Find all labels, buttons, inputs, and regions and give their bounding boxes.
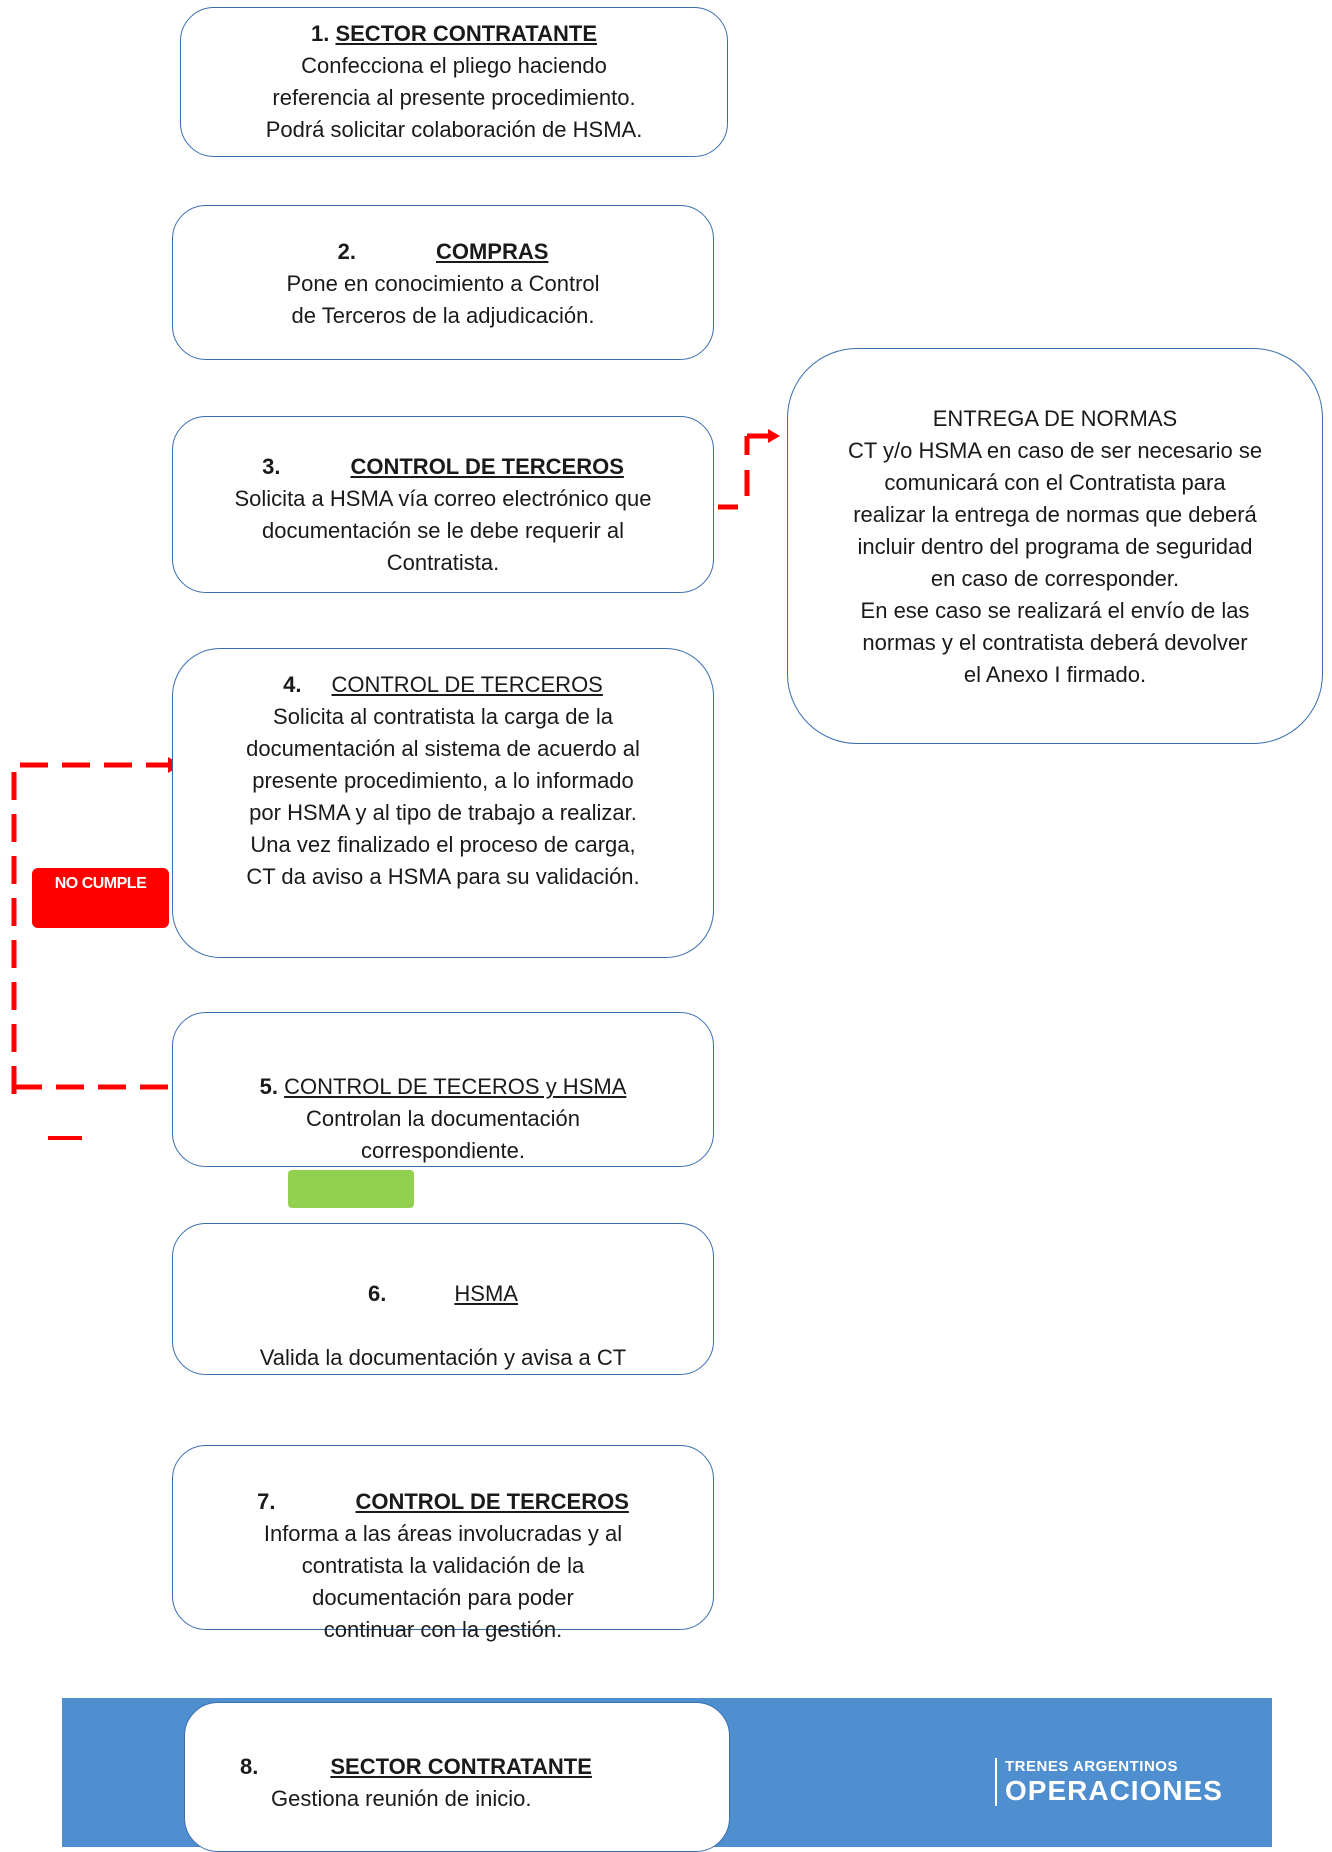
trenes-argentinos-logo: TRENES ARGENTINOS OPERACIONES <box>995 1758 1223 1806</box>
step-title: SECTOR CONTRATANTE <box>330 1754 592 1779</box>
si-cumple-tag <box>288 1170 414 1208</box>
no-cumple-loop <box>11 762 170 1098</box>
no-cumple-badge: NO CUMPLE <box>32 868 169 928</box>
step-body: Valida la documentación y avisa a CT <box>259 1345 627 1370</box>
step-body: Gestiona reunión de inicio. <box>271 1786 532 1811</box>
logo-line2: OPERACIONES <box>1005 1775 1223 1806</box>
step-box-6: 6. HSMA Valida la documentación y avisa a… <box>172 1223 714 1375</box>
step-box-5: 5. CONTROL DE TECEROS y HSMA Controlan l… <box>172 1012 714 1167</box>
entrega-normas-box: ENTREGA DE NORMAS CT y/o HSMA en caso de… <box>787 348 1323 744</box>
step-box-8: 8. SECTOR CONTRATANTE Gestiona reunión de… <box>184 1702 730 1852</box>
step-number: 3. <box>262 454 281 479</box>
step-title: SECTOR CONTRATANTE <box>335 21 598 46</box>
step-number: 6. <box>368 1281 387 1306</box>
step-number: 7. <box>257 1489 276 1514</box>
step-number: 1. <box>310 21 330 46</box>
step-box-3: 3. CONTROL DE TERCEROS Solicita a HSMA ví… <box>172 416 714 593</box>
step-body: Solicita a HSMA vía correo electrónico q… <box>234 486 652 575</box>
step-number: 4. <box>283 672 302 697</box>
step-title: CONTROL DE TECEROS y HSMA <box>284 1074 627 1099</box>
step-body: Confecciona el pliego haciendo referenci… <box>265 53 643 142</box>
side-box-body: CT y/o HSMA en caso de ser necesario se … <box>847 438 1263 687</box>
step-body: Controlan la documentación correspondien… <box>306 1106 580 1163</box>
step-box-2: 2. COMPRAS Pone en conocimiento a Control… <box>172 205 714 360</box>
step-body: Solicita al contratista la carga de la d… <box>246 704 640 889</box>
step-body: Pone en conocimiento a Control de Tercer… <box>286 271 600 328</box>
normas-arrowhead <box>768 429 780 443</box>
logo-line1: TRENES ARGENTINOS <box>1005 1758 1178 1775</box>
step-number: 8. <box>240 1754 259 1779</box>
step-title: COMPRAS <box>435 239 549 264</box>
step-number: 2. <box>337 239 356 264</box>
step-title: CONTROL DE TERCEROS <box>355 1489 629 1514</box>
step-box-7: 7. CONTROL DE TERCEROS Informa a las área… <box>172 1445 714 1642</box>
step-number: 5. <box>259 1074 278 1099</box>
step-body: Informa a las áreas involucradas y al co… <box>263 1521 623 1642</box>
step-box-4: 4. CONTROL DE TERCEROS Solicita al contra… <box>172 648 714 958</box>
normas-connector <box>718 433 768 510</box>
side-box-title: ENTREGA DE NORMAS <box>932 406 1178 431</box>
step-box-1: 1. SECTOR CONTRATANTE Confecciona el pli… <box>180 7 728 157</box>
step-title: CONTROL DE TERCEROS <box>350 454 624 479</box>
step-title: HSMA <box>454 1281 518 1306</box>
step-title: CONTROL DE TERCEROS <box>331 672 603 697</box>
